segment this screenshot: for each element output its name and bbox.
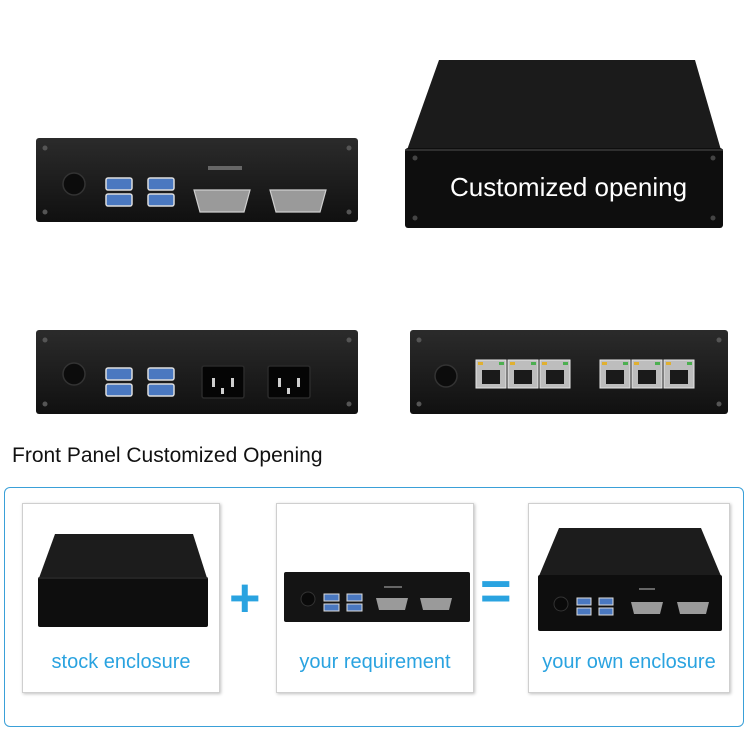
plus-operator: + <box>229 568 261 628</box>
card-stock-enclosure: stock enclosure <box>22 503 220 693</box>
stock-enclosure-image <box>37 532 209 628</box>
card-your-own-enclosure: your own enclosure <box>528 503 730 693</box>
combo-frame <box>4 487 744 727</box>
customized-opening-label: Customized opening <box>450 172 688 202</box>
equals-operator: = <box>480 561 512 621</box>
card-your-requirement: your requirement <box>276 503 474 693</box>
card-label: your requirement <box>299 651 451 673</box>
requirement-panel-image <box>284 572 470 622</box>
card-label: your own enclosure <box>542 651 716 673</box>
panel-usb-power <box>36 330 358 414</box>
card-label: stock enclosure <box>51 651 191 673</box>
section-caption: Front Panel Customized Opening <box>12 444 323 467</box>
panel-rj45 <box>410 330 728 414</box>
own-enclosure-image <box>537 526 723 632</box>
panel-usb-db9 <box>36 138 358 222</box>
enclosure-image-large <box>403 58 725 230</box>
